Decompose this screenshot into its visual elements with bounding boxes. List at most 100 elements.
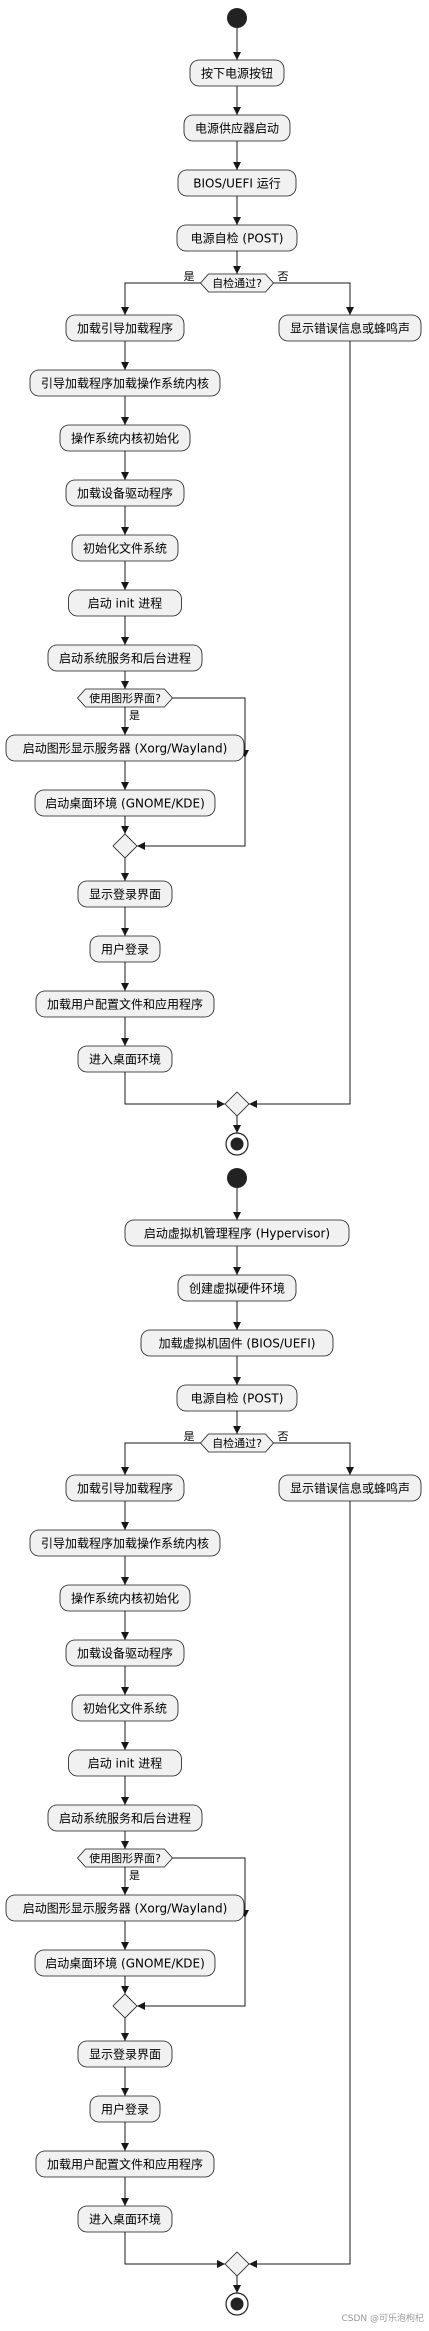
arrowhead <box>121 2033 129 2041</box>
activity-label: 启动桌面环境 (GNOME/KDE) <box>45 1956 205 1971</box>
diagram1-mid-step-6: 启动系统服务和后台进程 <box>47 644 203 672</box>
activity-box <box>89 935 161 963</box>
activity-box <box>177 169 297 197</box>
start-node <box>227 8 247 28</box>
activity-box <box>77 880 173 908</box>
activity-label: 操作系统内核初始化 <box>71 1591 179 1606</box>
diagram1-mid-step-0: 加载引导加载程序 <box>65 314 185 342</box>
arrowhead <box>233 217 241 225</box>
diagram2-final-merge <box>224 2251 250 2277</box>
arrowhead <box>121 1467 129 1475</box>
connector-line <box>137 697 246 847</box>
arrowhead <box>233 2285 241 2293</box>
arrowhead <box>121 1986 129 1994</box>
arrowhead <box>121 637 129 645</box>
diagram1-mid-step-2: 操作系统内核初始化 <box>59 424 191 452</box>
activity-box <box>47 644 203 672</box>
activity-label: 加载设备驱动程序 <box>77 1646 173 1661</box>
activity-label: 显示错误信息或蜂鸣声 <box>290 321 410 336</box>
diagram1-error-step: 显示错误信息或蜂鸣声 <box>278 314 422 342</box>
arrowhead <box>233 1267 241 1275</box>
activity-box <box>77 1045 173 1073</box>
arrowhead <box>249 2260 257 2268</box>
arrowhead <box>121 1687 129 1695</box>
arrowhead <box>121 582 129 590</box>
activity-box <box>35 2150 215 2178</box>
activity-label: 用户登录 <box>101 2102 149 2117</box>
arrowhead <box>233 1322 241 1330</box>
activity-label: 显示登录界面 <box>89 2047 161 2062</box>
arrowhead <box>233 162 241 170</box>
arrowhead <box>121 1522 129 1530</box>
decision-hexagon <box>76 688 174 708</box>
connector-line <box>273 282 351 315</box>
diagram2-post-step-0: 显示登录界面 <box>77 2040 173 2068</box>
diagram2-gui-step-1: 启动桌面环境 (GNOME/KDE) <box>34 1949 216 1977</box>
activity-box <box>189 59 285 87</box>
activity-box <box>183 114 291 142</box>
activity-label: 启动图形显示服务器 (Xorg/Wayland) <box>23 1901 228 1916</box>
decision-label: 自检通过? <box>212 276 262 290</box>
activity-box <box>47 1804 203 1832</box>
connector-line <box>249 341 351 1105</box>
decision-hexagon <box>199 1433 275 1453</box>
decision-label: 自检通过? <box>212 1436 262 1450</box>
diagram2-yes-label: 是 <box>184 1430 195 1443</box>
activity-label: 加载用户配置文件和应用程序 <box>47 2157 203 2172</box>
stop-node-core <box>230 2297 244 2311</box>
diagram2-pre-step-3: 电源自检 (POST) <box>176 1384 298 1412</box>
activity-box <box>71 1694 179 1722</box>
activity-label: 启动系统服务和后台进程 <box>59 1811 191 1826</box>
activity-label: 电源自检 (POST) <box>191 231 284 246</box>
activity-label: 启动系统服务和后台进程 <box>59 651 191 666</box>
diagram1-gui-decision: 使用图形界面? <box>76 688 174 708</box>
diagram2-error-step: 显示错误信息或蜂鸣声 <box>278 1474 422 1502</box>
activity-box <box>176 1384 298 1412</box>
diagram1-mid-step-5: 启动 init 进程 <box>68 589 182 617</box>
diagram2-post-step-2: 加载用户配置文件和应用程序 <box>35 2150 215 2178</box>
activity-box <box>35 990 215 1018</box>
arrowhead <box>121 1038 129 1046</box>
diagram1-pre-step-1: 电源供应器启动 <box>183 114 291 142</box>
activity-box <box>29 1529 221 1557</box>
arrowhead <box>233 52 241 60</box>
diagram1-post-step-3: 进入桌面环境 <box>77 1045 173 1073</box>
activity-box <box>278 314 422 342</box>
decision-label: 使用图形界面? <box>89 1852 161 1865</box>
activity-box <box>65 1639 185 1667</box>
arrowhead <box>249 1100 257 1108</box>
arrowhead <box>233 1212 241 1220</box>
activity-label: 初始化文件系统 <box>83 541 167 556</box>
decision-hexagon <box>199 273 275 293</box>
activity-box <box>5 734 245 762</box>
activity-box <box>34 1949 216 1977</box>
activity-label: 电源自检 (POST) <box>191 1391 284 1406</box>
activity-label: 加载虚拟机固件 (BIOS/UEFI) <box>159 1337 316 1351</box>
activity-box <box>77 2040 173 2068</box>
activity-label: 初始化文件系统 <box>83 1701 167 1716</box>
activity-box <box>65 314 185 342</box>
arrowhead <box>121 362 129 370</box>
arrowhead <box>121 417 129 425</box>
arrowhead <box>121 1577 129 1585</box>
arrowhead <box>217 1100 225 1108</box>
activity-box <box>124 1219 350 1247</box>
diagram1-post-step-2: 加载用户配置文件和应用程序 <box>35 990 215 1018</box>
arrowhead <box>233 266 241 274</box>
activity-box <box>59 1584 191 1612</box>
arrowhead <box>233 1377 241 1385</box>
stop-node-core <box>230 1137 244 1151</box>
arrowhead <box>121 782 129 790</box>
activity-label: 启动 init 进程 <box>88 596 163 611</box>
arrowhead <box>121 1742 129 1750</box>
diagram1-yes-label: 是 <box>184 270 195 283</box>
arrowhead <box>233 1426 241 1434</box>
decision-label: 使用图形界面? <box>89 692 161 705</box>
diagram2-gui-decision: 使用图形界面? <box>76 1848 174 1868</box>
arrowhead <box>121 1841 129 1849</box>
arrowhead <box>121 983 129 991</box>
arrowhead <box>137 842 145 850</box>
diagram2-mid-step-6: 启动系统服务和后台进程 <box>47 1804 203 1832</box>
diagram2-post-step-3: 进入桌面环境 <box>77 2205 173 2233</box>
diagram2-mid-step-5: 启动 init 进程 <box>68 1749 182 1777</box>
